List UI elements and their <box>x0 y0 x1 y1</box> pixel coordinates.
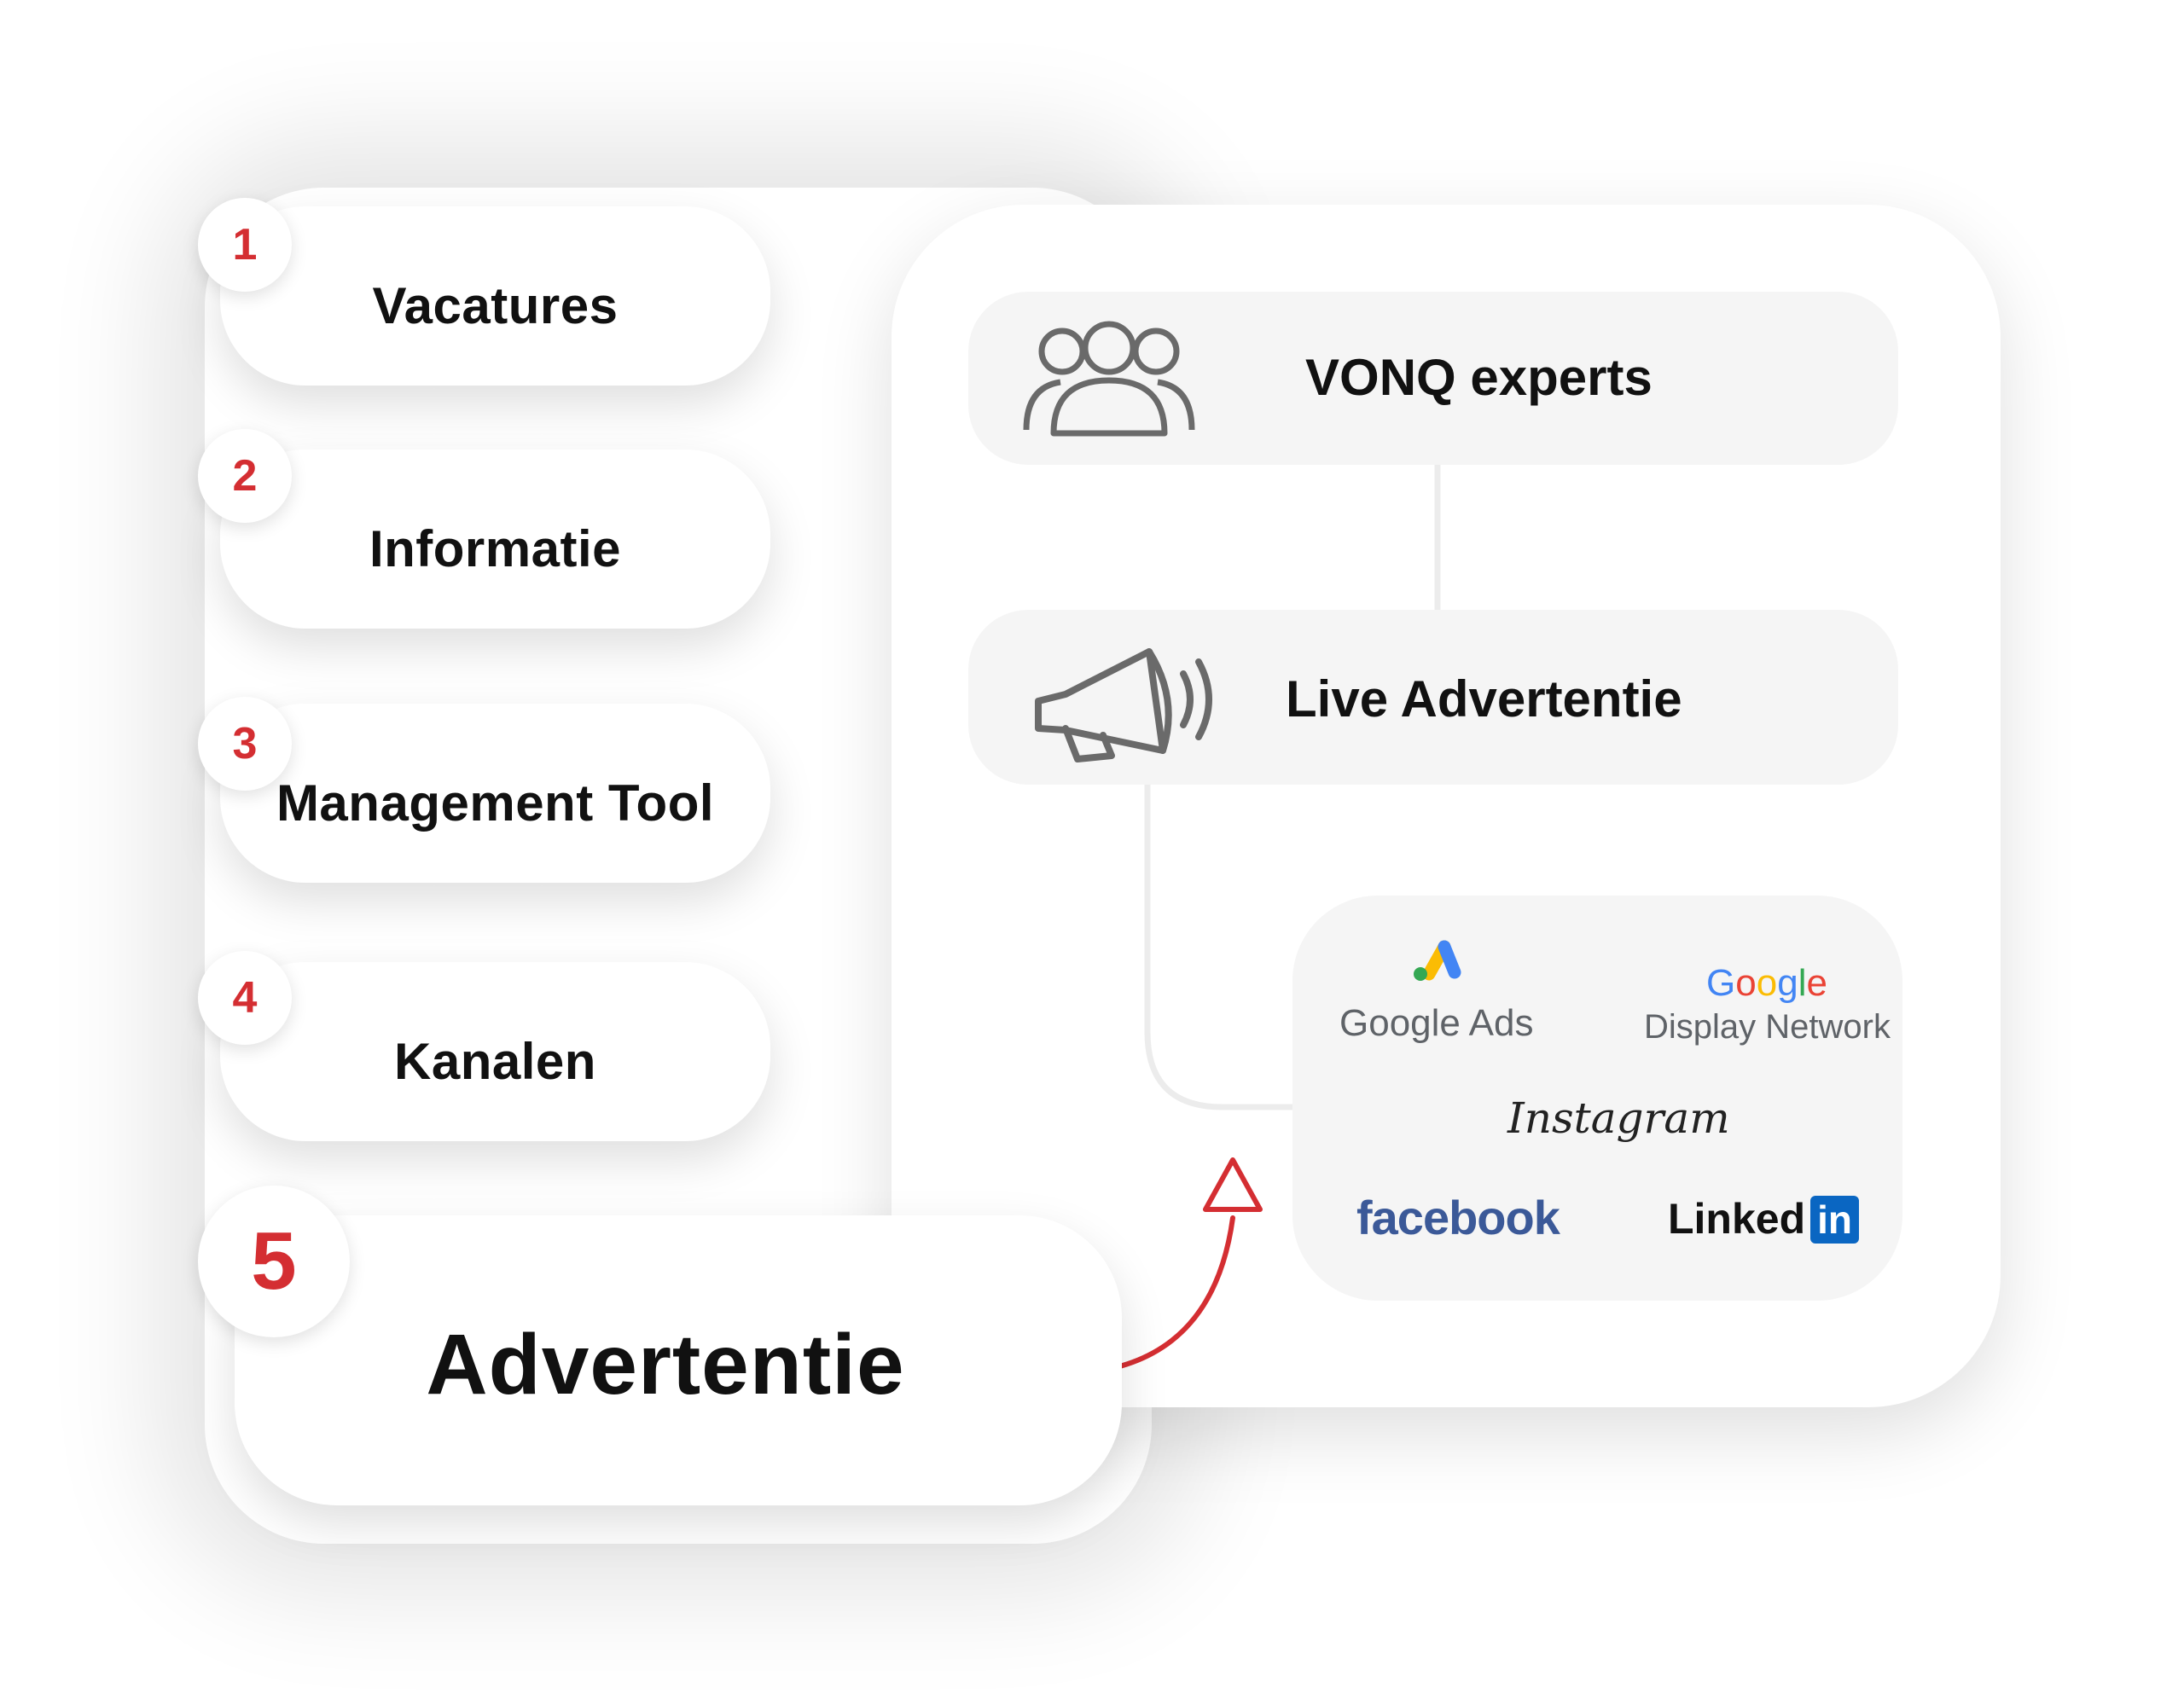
live-advertentie-row: Live Advertentie <box>968 610 1898 785</box>
step-number-text: 1 <box>232 220 258 270</box>
step-number-3: 3 <box>198 697 292 791</box>
step-label: Informatie <box>369 519 622 577</box>
instagram-wordmark: Instagram <box>1507 1093 1730 1143</box>
step-number-text: 4 <box>232 973 258 1023</box>
step-card-management-tool: Management Tool <box>220 704 770 883</box>
step-label: Kanalen <box>394 1032 596 1090</box>
step-label: Management Tool <box>276 774 715 832</box>
people-group-icon <box>1019 319 1199 443</box>
step-card-advertentie: Advertentie <box>235 1215 1122 1505</box>
step-number-5: 5 <box>198 1186 350 1337</box>
step-number-text: 3 <box>232 719 258 768</box>
display-network-label: Display Network <box>1644 1008 1891 1046</box>
step-number-1: 1 <box>198 198 292 292</box>
step-label: Vacatures <box>372 276 619 334</box>
step-number-4: 4 <box>198 951 292 1045</box>
step-number-2: 2 <box>198 429 292 523</box>
vonq-experts-label: VONQ experts <box>1305 349 1653 406</box>
step-label: Advertentie <box>426 1316 905 1412</box>
step-card-informatie: Informatie <box>220 449 770 629</box>
live-advertentie-label: Live Advertentie <box>1286 670 1682 728</box>
vonq-experts-row: VONQ experts <box>968 292 1898 465</box>
step-number-text: 2 <box>232 451 258 501</box>
google-wordmark: Google <box>1706 962 1827 1004</box>
facebook-wordmark: facebook <box>1356 1191 1560 1244</box>
channel-logos-box: Google Ads Google Display Network Instag… <box>1292 896 1902 1301</box>
linkedin-word: Linked <box>1668 1195 1806 1243</box>
linkedin-in-badge: in <box>1810 1196 1860 1244</box>
step-card-vacatures: Vacatures <box>220 206 770 386</box>
megaphone-icon <box>1030 640 1217 772</box>
step-card-kanalen: Kanalen <box>220 962 770 1141</box>
step-number-text: 5 <box>251 1215 297 1307</box>
google-ads-label: Google Ads <box>1339 1002 1534 1044</box>
google-ads-icon <box>1410 938 1461 987</box>
